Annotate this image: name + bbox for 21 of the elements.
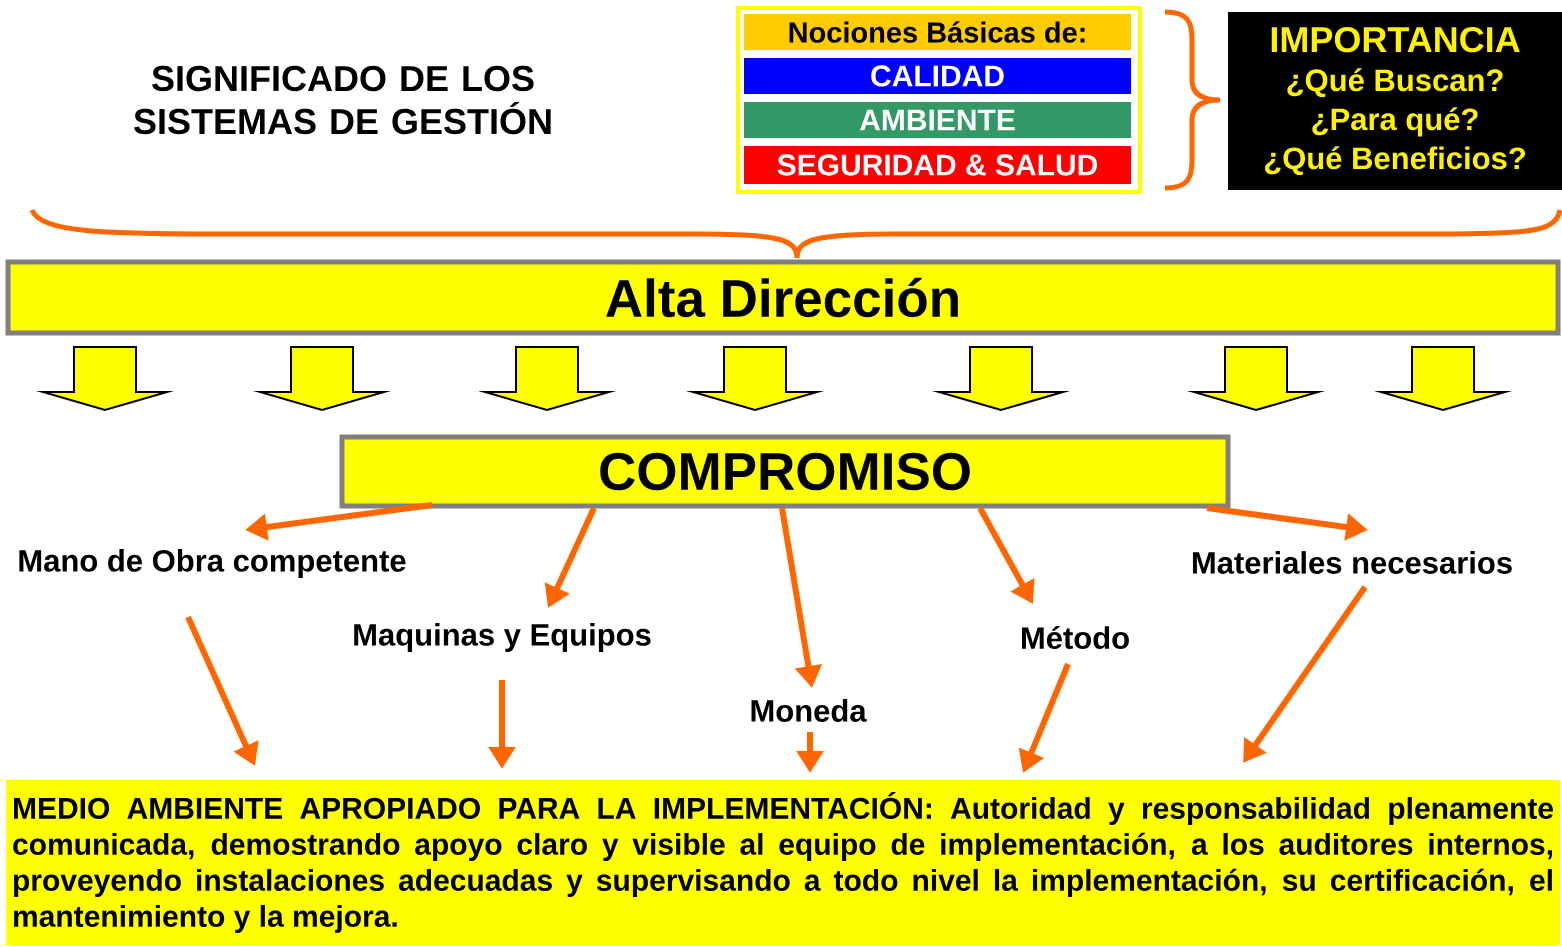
block-arrow	[1374, 346, 1513, 412]
text-panel: MEDIO AMBIENTE APROPIADO PARA LA IMPLEMENTACIÓN: Autoridad y responsabilidad plenamente comunicada, demostrando apoyo claro y visible al equipo de implementación, a los auditores internos, proveyendo instalaciones adecuadas y supervisando a todo nivel la implementación, su certificación, el mantenimiento y la mejora.	[6, 780, 1560, 945]
factor-label: Moneda	[751, 699, 867, 722]
heading-band: Nociones Básicas de:	[744, 14, 1131, 50]
factor-label: Maquinas y Equipos	[354, 623, 651, 652]
block-arrow	[35, 346, 175, 412]
block-arrow	[1187, 346, 1326, 412]
title: SIGNIFICADO DE LOS SISTEMAS DE GESTIÓN	[134, 65, 551, 135]
block-arrow	[478, 346, 617, 412]
block-arrow	[932, 346, 1071, 412]
block-arrow	[686, 346, 825, 412]
banner-box: COMPROMISO	[339, 434, 1231, 509]
banner-box: Alta Dirección	[5, 259, 1561, 336]
block-arrow	[252, 346, 392, 412]
factor-label: Método	[1022, 626, 1129, 649]
factor-label: Mano de Obra competente	[19, 549, 406, 578]
factor-label: Materiales necesarios	[1192, 551, 1512, 574]
label-band: SEGURIDAD & SALUD	[744, 146, 1131, 184]
question-box: IMPORTANCIA ¿Qué Buscan? ¿Para qué? ¿Qué Beneficios?	[1228, 12, 1562, 190]
label-band: AMBIENTE	[744, 102, 1131, 138]
label-band: CALIDAD	[744, 58, 1131, 94]
